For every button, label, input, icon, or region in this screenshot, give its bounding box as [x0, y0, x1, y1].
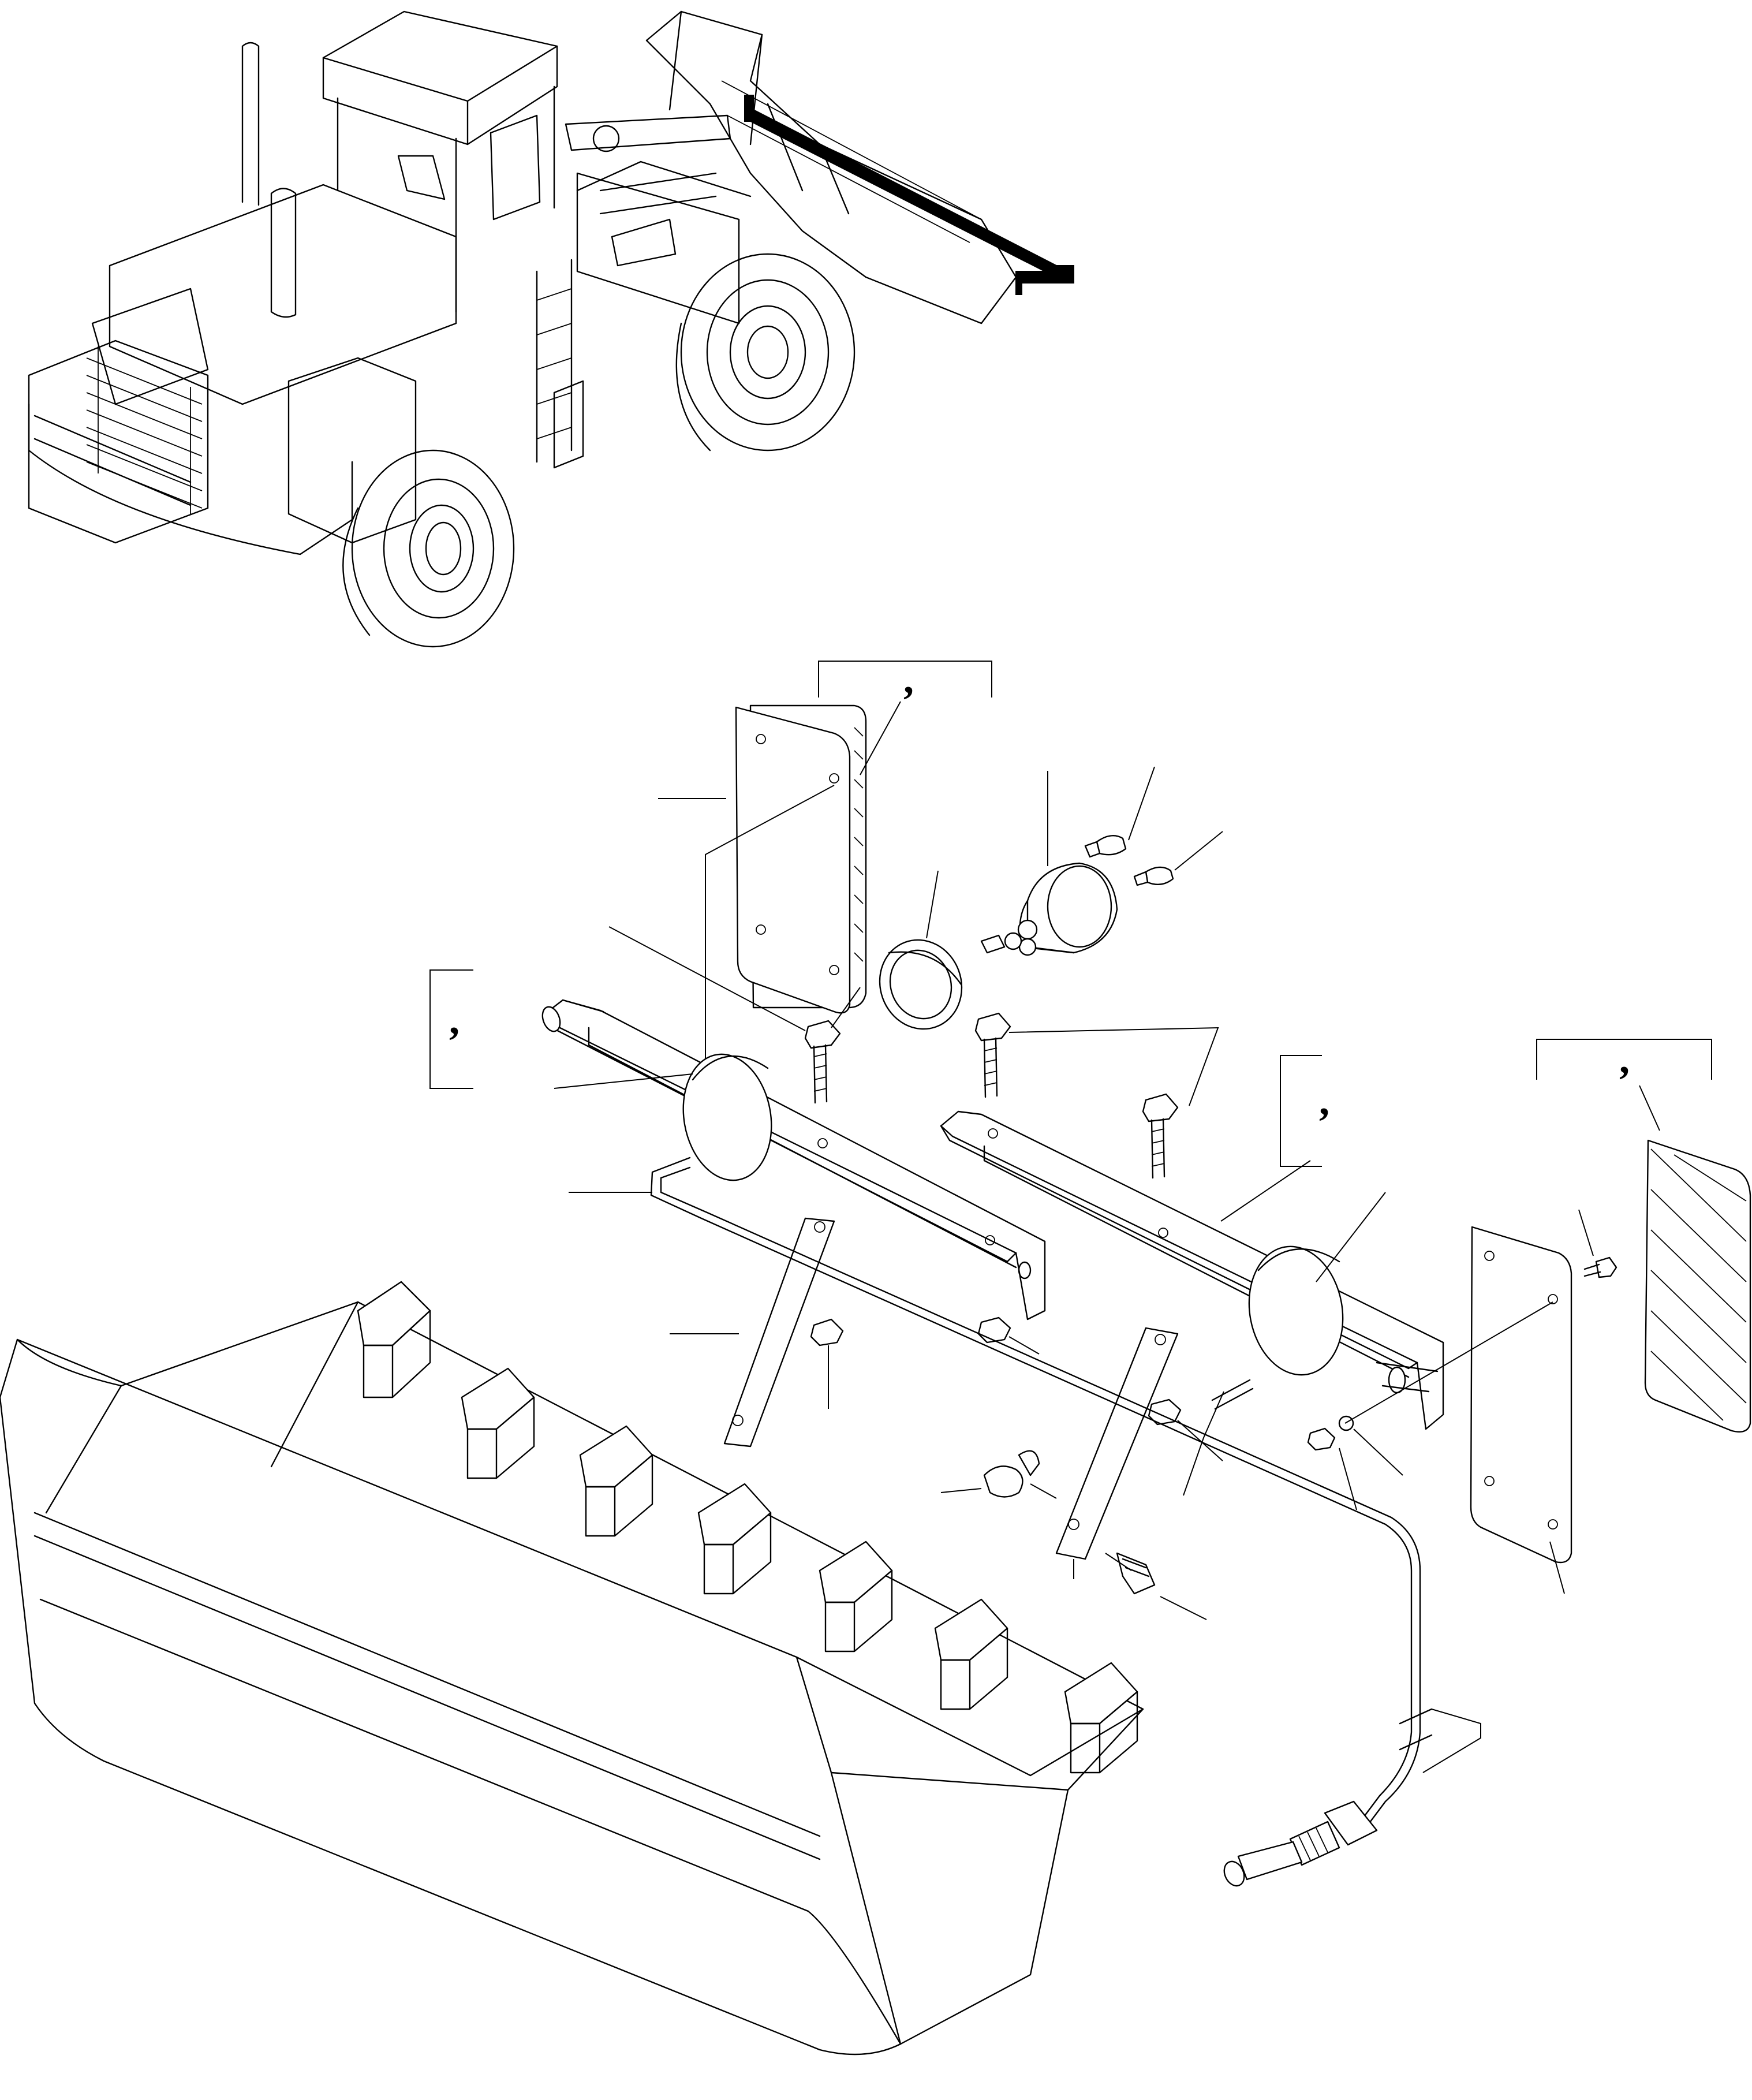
lamp-bezel — [879, 870, 963, 1030]
bracket-lower-reflector — [1536, 1039, 1712, 1080]
bulbs — [1084, 766, 1223, 886]
lower-reflector-lens — [1644, 1139, 1751, 1433]
bolts — [608, 926, 1219, 1179]
cable — [569, 1157, 1481, 1887]
mark-bar-right: , — [1319, 1077, 1329, 1124]
mark-lower-reflector: , — [1619, 1036, 1630, 1082]
hose-fitting — [1105, 1552, 1207, 1620]
bracket-bar-left — [429, 969, 473, 1089]
left-bar-assembly — [541, 999, 1046, 1448]
mark-upper-reflector: , — [903, 656, 914, 702]
bucket — [0, 1281, 1144, 2056]
small-bolt — [1578, 1209, 1617, 1278]
exploded-assembly: , , , , — [0, 656, 1751, 2056]
wing-nut — [940, 1450, 1057, 1499]
wheel-loader-illustration — [28, 10, 1074, 648]
bracket-bar-right — [1280, 1055, 1322, 1167]
mark-bar-left: , — [449, 997, 460, 1043]
right-bar-assembly — [940, 1110, 1444, 1579]
bracket-upper-reflector — [818, 661, 992, 697]
upper-reflector-plate — [735, 706, 851, 1014]
lamp-housing — [980, 771, 1118, 956]
reflector-backing-plate — [1470, 1226, 1572, 1564]
